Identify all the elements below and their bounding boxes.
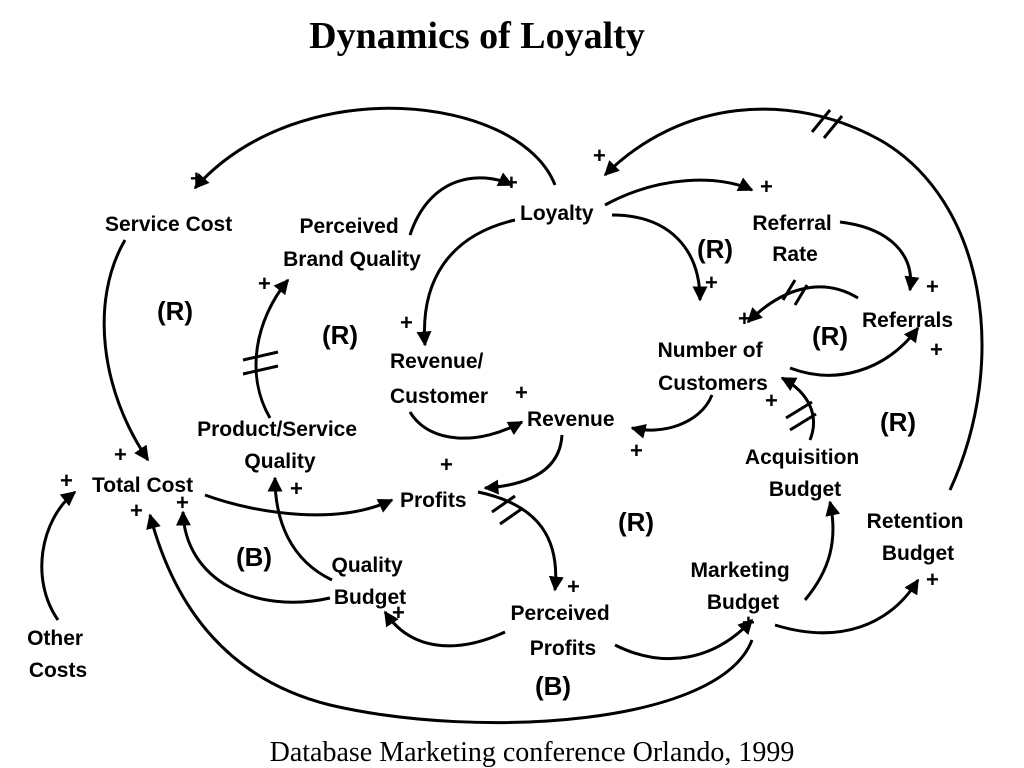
link-loyalty-to-number-of-customers [611,213,708,302]
node-quality-budget: Quality Budget [331,554,408,609]
plus-sign: + [400,310,413,335]
node-loyalty: Loyalty [520,202,594,225]
plus-sign: + [176,490,189,515]
node-perceived-profits: Perceived Profits [510,602,615,660]
plus-sign: + [515,380,528,405]
plus-sign: + [630,438,643,463]
loop-markers: (R) (R) (R) (R) (R) (R) (B) (B) [157,234,916,701]
link-perceived-brand-quality-to-loyalty [408,172,514,236]
loop-marker-balancing: (B) [535,671,571,701]
link-number-of-customers-to-revenue [630,394,714,439]
plus-sign: + [258,271,271,296]
link-number-of-customers-to-referrals [789,326,920,377]
loop-marker-reinforcing: (R) [618,507,654,537]
causal-links [40,106,984,725]
loop-marker-reinforcing: (R) [697,234,733,264]
link-profits-to-perceived-profits [477,490,564,592]
link-acquisition-budget-to-number-of-customers [780,376,815,441]
node-other-costs: Other Costs [27,627,89,682]
link-perceived-profits-to-marketing-budget [614,618,754,661]
link-other-costs-to-total-cost [40,490,77,621]
node-revenue-customer: Revenue/ Customer [390,350,489,408]
link-loyalty-to-referral-rate [604,177,754,207]
plus-sign: + [392,600,405,625]
link-referrals-to-number-of-customers [746,285,859,324]
plus-sign: + [926,274,939,299]
link-marketing-budget-to-retention-budget [774,578,920,635]
plus-sign: + [926,567,939,592]
plus-sign: + [190,166,203,191]
delay-marks [242,109,844,526]
link-quality-budget-to-total-cost [175,510,331,604]
link-loyalty-to-revenue-customer [416,218,516,347]
delay-mark-referrals [781,279,809,306]
loop-marker-reinforcing: (R) [880,407,916,437]
plus-sign: + [567,574,580,599]
slide-title: Dynamics of Loyalty [309,15,645,57]
plus-sign: + [290,476,303,501]
plus-sign: + [930,337,943,362]
node-referral-rate: Referral Rate [752,212,837,266]
link-retention-budget-to-loyalty [603,107,984,491]
delay-mark-product-quality [242,350,279,376]
plus-sign: + [130,498,143,523]
link-loyalty-to-service-cost [193,106,557,190]
node-marketing-budget: Marketing Budget [690,559,795,614]
node-retention-budget: Retention Budget [867,510,970,565]
plus-sign: + [593,143,606,168]
link-referral-rate-to-referrals [839,220,920,292]
plus-sign: + [738,306,751,331]
link-revenue-to-profits [483,434,564,495]
delay-mark-retention-loyalty [810,109,844,139]
node-acquisition-budget: Acquisition Budget [745,446,865,501]
node-referrals: Referrals [862,309,953,332]
link-total-cost-to-profits [204,493,394,517]
loop-marker-reinforcing: (R) [322,320,358,350]
delay-mark-acquisition [785,400,817,432]
node-labels: Service Cost Perceived Brand Quality Loy… [27,202,970,682]
plus-sign: + [742,610,755,635]
node-service-cost: Service Cost [105,213,232,236]
node-product-service-quality: Product/Service Quality [197,418,363,473]
link-product-service-quality-to-perceived-brand-quality [254,278,290,419]
plus-sign: + [440,452,453,477]
node-number-of-customers: Number of Customers [658,339,769,395]
link-quality-budget-to-product-service-quality [267,476,333,582]
link-revenue-customer-to-revenue [408,411,524,440]
plus-sign: + [114,442,127,467]
plus-sign: + [765,388,778,413]
plus-sign: + [760,174,773,199]
link-marketing-budget-to-acquisition-budget [803,500,841,601]
loop-marker-balancing: (B) [236,542,272,572]
plus-sign: + [505,170,518,195]
loop-marker-reinforcing: (R) [812,321,848,351]
node-profits: Profits [400,489,467,512]
delay-mark-perceived-profits [491,494,524,526]
node-total-cost: Total Cost [92,474,193,497]
loop-marker-reinforcing: (R) [157,296,193,326]
plus-sign: + [705,270,718,295]
slide-footer: Database Marketing conference Orlando, 1… [269,737,795,768]
link-perceived-profits-to-quality-budget [383,610,506,648]
link-marketing-budget-to-total-cost [146,513,754,725]
node-perceived-brand-quality: Perceived Brand Quality [283,215,421,271]
polarity-signs: + + + + + + + + + + + + + + + + + + + + … [60,143,943,635]
link-service-cost-to-total-cost [102,239,150,462]
node-revenue: Revenue [527,408,615,431]
plus-sign: + [60,468,73,493]
